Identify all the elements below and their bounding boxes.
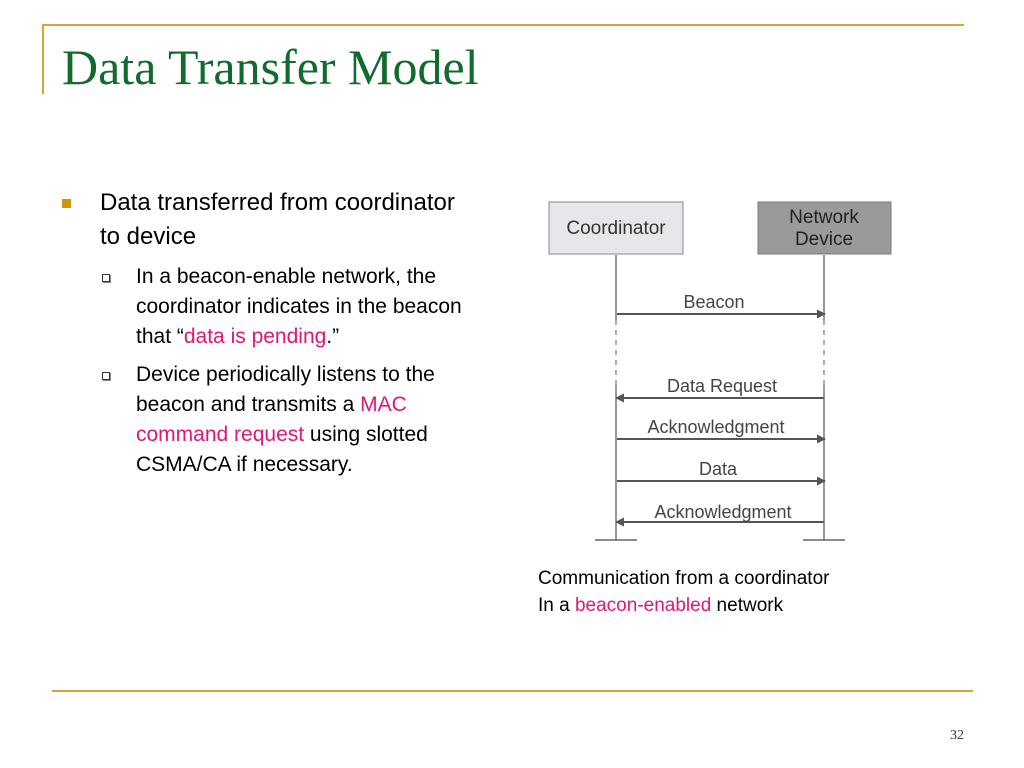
caption-line-1: Communication from a coordinator: [538, 568, 830, 589]
message-label-acknowledgment-2: Acknowledgment: [654, 502, 791, 522]
message-label-acknowledgment-1: Acknowledgment: [647, 417, 784, 437]
sub-bullet-2: Device periodically listens to the beaco…: [62, 360, 472, 480]
message-label-data: Data: [699, 459, 738, 479]
page-number: 32: [950, 728, 964, 743]
network-device-box: [757, 201, 892, 255]
square-bullet-icon: [62, 199, 71, 208]
mac-command-request-highlight: MAC command request: [136, 393, 407, 446]
sub-bullet-1-end: .”: [326, 325, 340, 348]
sub-bullet-list: In a beacon-enable network, the coordina…: [62, 262, 472, 480]
bottom-rule: [52, 690, 973, 692]
slide-title: Data Transfer Model: [62, 39, 479, 95]
top-rule: [42, 24, 964, 26]
coordinator-label: Coordinator: [566, 218, 666, 239]
coordinator-box: [548, 201, 684, 255]
bullet-main-text: Data transferred from coordinator to dev…: [100, 189, 455, 250]
caption-line-2-end: network: [711, 595, 784, 616]
message-label-data-request: Data Request: [667, 376, 777, 396]
hollow-square-bullet-icon: [102, 274, 110, 282]
sub-bullet-1: In a beacon-enable network, the coordina…: [62, 262, 472, 352]
sub-bullet-1-text: In a beacon-enable network, the coordina…: [136, 265, 462, 348]
left-rule: [42, 24, 44, 94]
hollow-square-bullet-icon: [102, 372, 110, 380]
beacon-enabled-highlight: beacon-enabled: [574, 595, 712, 616]
network-device-label-line2: Device: [795, 229, 853, 250]
network-device-label-line1: Network: [789, 207, 859, 228]
sub-bullet-2-end: using slotted CSMA/CA if necessary.: [136, 423, 428, 476]
diagram-caption: Communication from a coordinator In a be…: [538, 565, 829, 619]
sub-bullet-2-text: Device periodically listens to the beaco…: [136, 363, 435, 416]
caption-line-2-start: In a: [538, 595, 575, 616]
message-label-beacon: Beacon: [683, 292, 744, 312]
bullet-list: Data transferred from coordinator to dev…: [62, 186, 472, 488]
caption-line-2: In a beacon-enabled network: [538, 592, 829, 619]
sequence-diagram: Coordinator Network Device Beacon Data R…: [548, 201, 892, 541]
data-pending-highlight: data is pending: [183, 325, 327, 348]
bullet-main: Data transferred from coordinator to dev…: [62, 186, 472, 254]
